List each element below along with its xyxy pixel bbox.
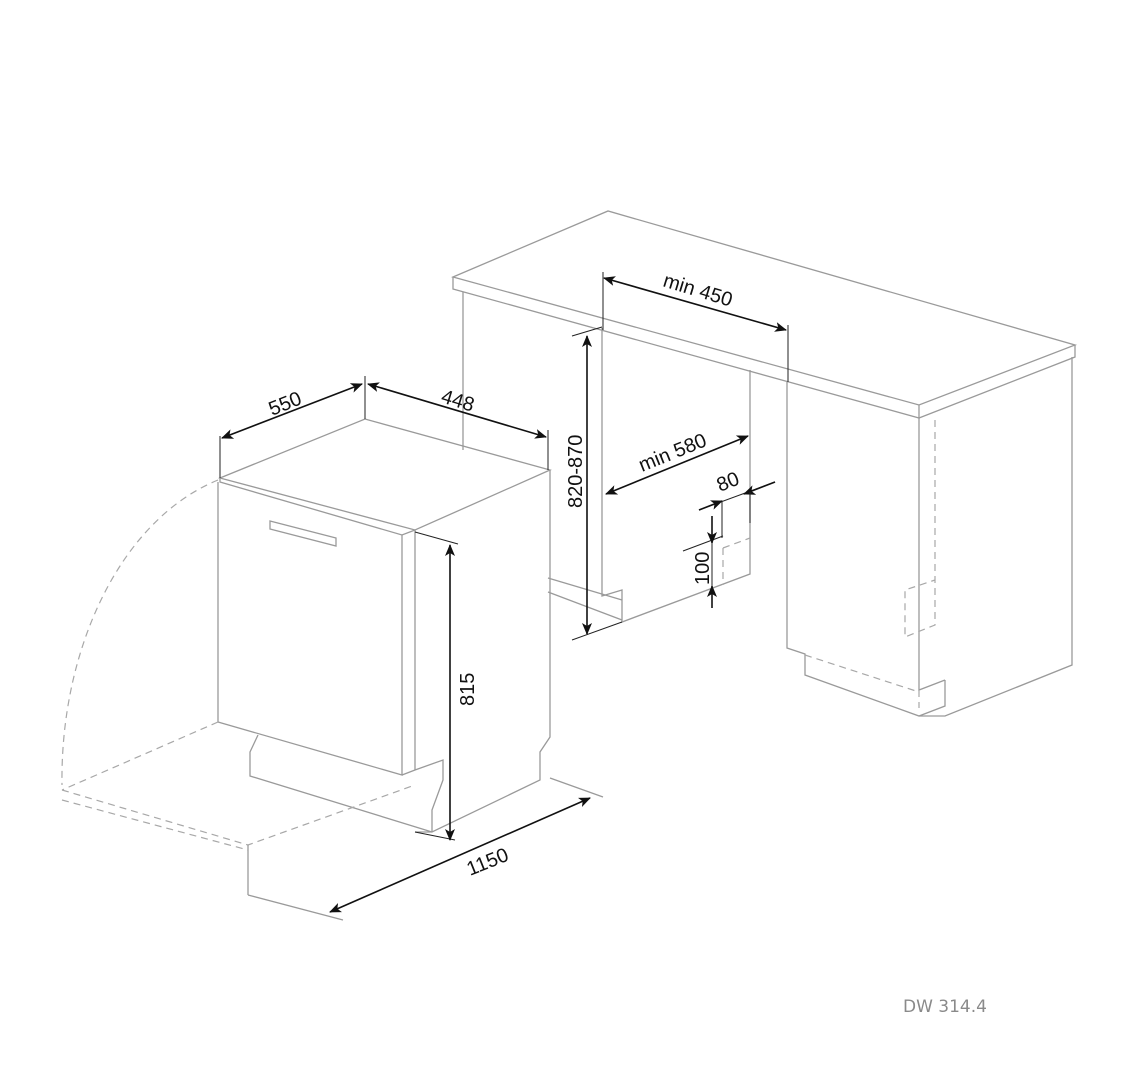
dishwasher <box>217 418 552 833</box>
kitchen-cabinets <box>451 210 1078 717</box>
door-swing-path <box>61 479 604 921</box>
depth-label: 550 <box>266 388 305 421</box>
niche-height-label: 820-870 <box>565 435 587 508</box>
model-label: DW 314.4 <box>903 997 987 1017</box>
door-handle <box>269 520 337 547</box>
niche-depth-label: min 580 <box>636 430 710 477</box>
width-label: 448 <box>439 386 477 417</box>
plinth-depth-label: 80 <box>714 468 743 497</box>
dimension-lines <box>219 272 789 913</box>
plinth-height-label: 100 <box>692 552 714 585</box>
height-label: 815 <box>457 673 479 706</box>
